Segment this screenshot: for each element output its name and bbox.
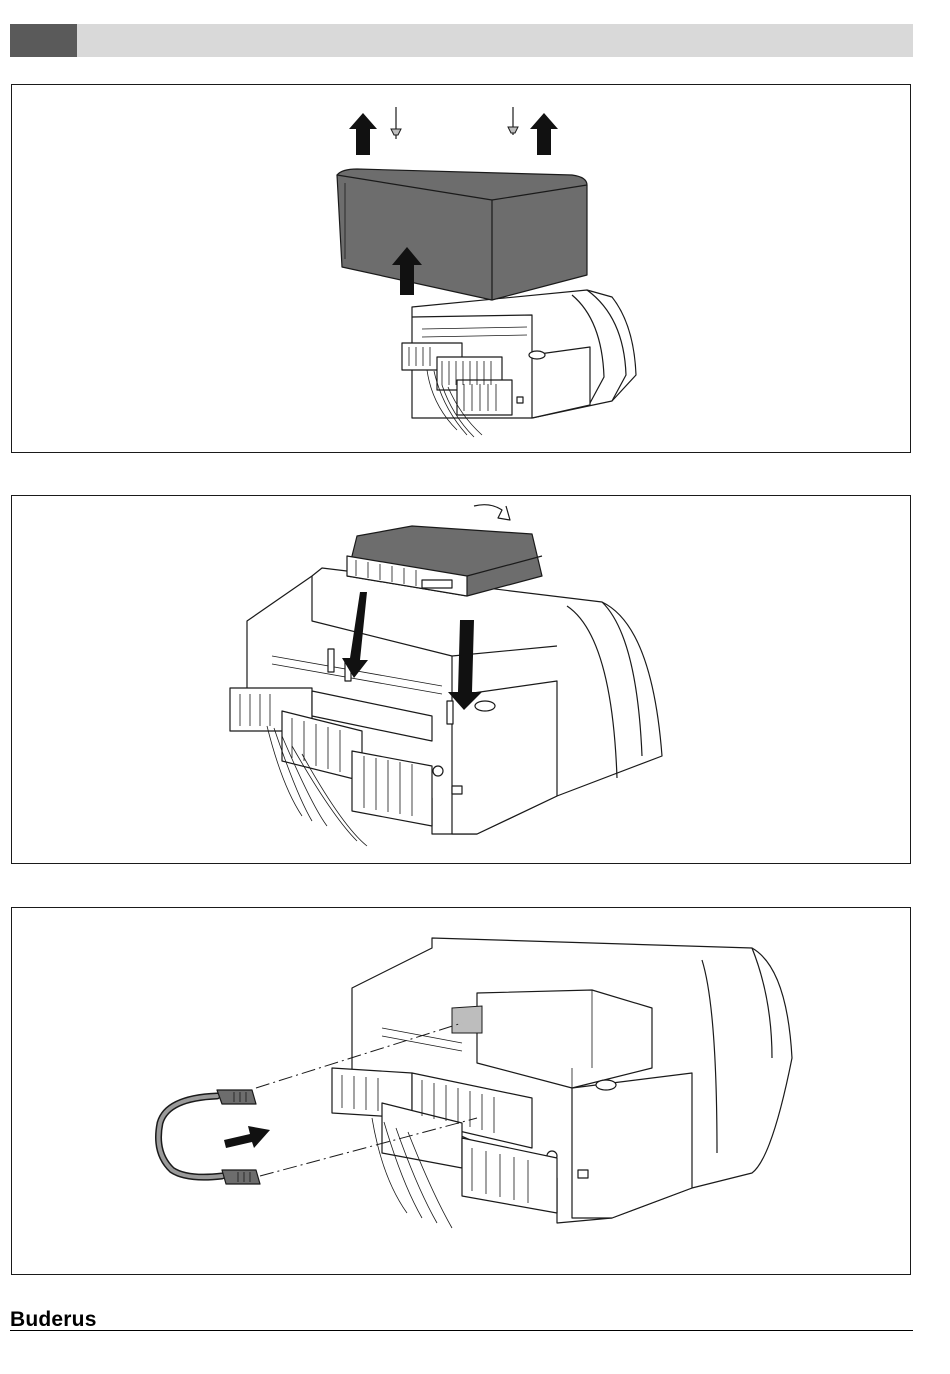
footer-rule <box>10 1330 913 1331</box>
cover <box>337 169 587 300</box>
header-tab <box>10 24 77 57</box>
header-bar <box>10 24 913 57</box>
brand-logo: Buderus <box>10 1308 97 1332</box>
connect-cable-illustration <box>12 908 912 1276</box>
figure-remove-cover <box>11 84 911 453</box>
push-arrow <box>224 1126 270 1148</box>
remove-cover-illustration <box>12 85 912 454</box>
screws <box>391 107 518 139</box>
terminal-strip <box>230 688 432 846</box>
figure-insert-module <box>11 495 911 864</box>
insert-module-illustration <box>12 496 912 865</box>
figure-connect-cable <box>11 907 911 1275</box>
